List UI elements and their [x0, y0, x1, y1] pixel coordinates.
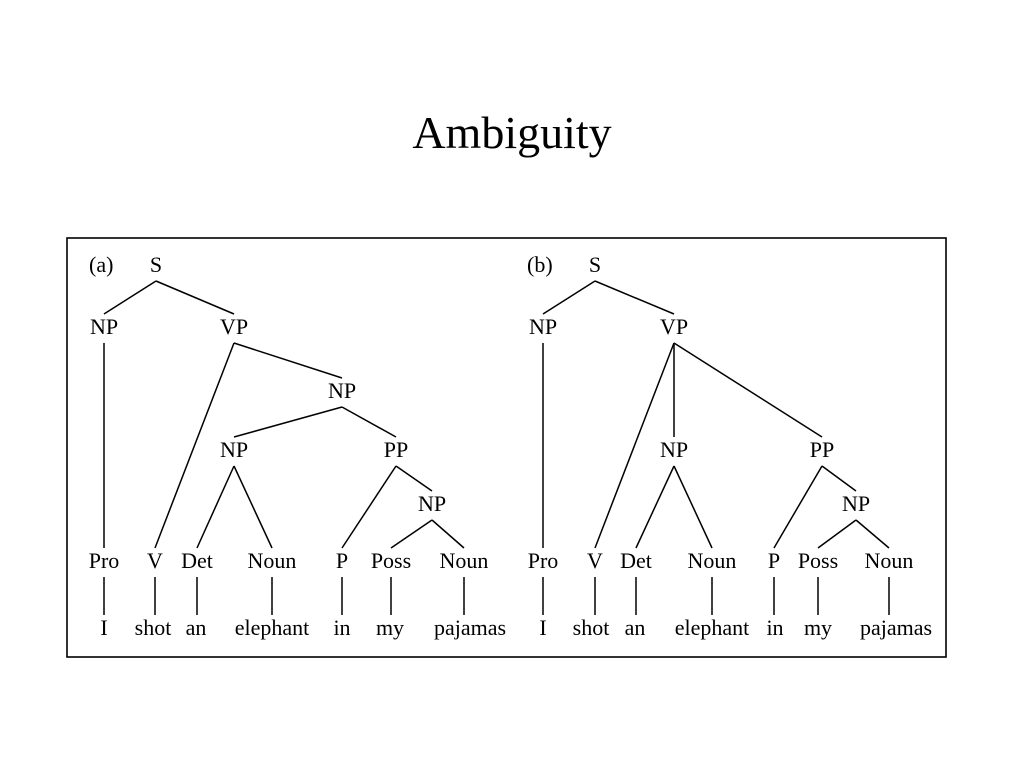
tree-b-edge-pp-p	[773, 465, 823, 549]
tree-b-node-v: V	[587, 548, 603, 573]
tree-b-word-w2: shot	[573, 615, 610, 640]
tree-a-edge-np4-noun2	[431, 519, 465, 549]
tree-b-node-p: P	[768, 548, 780, 573]
tree-b-edge-np3-noun1	[673, 465, 713, 549]
tree-a-edge-np3-noun1	[233, 465, 273, 549]
tree-a-word-w3: an	[186, 615, 207, 640]
tree-a-word-w5: in	[333, 615, 350, 640]
tree-b-node-pro: Pro	[528, 548, 559, 573]
tree-b-edge-np4-noun2	[855, 519, 890, 549]
tree-b-node-det: Det	[620, 548, 652, 573]
tree-b-node-noun2: Noun	[865, 548, 914, 573]
tree-b-edge-s-vp	[594, 280, 675, 315]
tree-b-node-np1: NP	[529, 314, 557, 339]
tree-a-word-w7: pajamas	[434, 615, 506, 640]
tree-a-node-pp: PP	[384, 437, 408, 462]
tree-a-edge-s-vp	[155, 280, 235, 315]
tree-a-node-vp: VP	[220, 314, 248, 339]
tree-a-word-w1: I	[100, 615, 107, 640]
tree-a-edge-pp-np4	[395, 465, 433, 492]
tree-b-edge-vp-v	[594, 342, 675, 549]
figure-frame	[66, 237, 947, 658]
tree-b-node-np4: NP	[842, 491, 870, 516]
tree-a-edge-np2-pp	[341, 406, 397, 438]
tree-a-node-poss: Poss	[371, 548, 411, 573]
tree-a-node-pro: Pro	[89, 548, 120, 573]
tree-b-edge-vp-pp	[673, 342, 823, 438]
tree-a-node-v: V	[147, 548, 163, 573]
tree-b-word-w5: in	[766, 615, 783, 640]
tree-a-edge-np2-np3	[233, 406, 343, 438]
tree-a-panel-label: (a)	[89, 252, 113, 277]
tree-a-edge-vp-v	[154, 342, 235, 549]
tree-a-node-np4: NP	[418, 491, 446, 516]
tree-a-edge-pp-p	[341, 465, 397, 549]
tree-b-node-pp: PP	[810, 437, 834, 462]
tree-b-word-w6: my	[804, 615, 832, 640]
tree-b-node-vp: VP	[660, 314, 688, 339]
slide-title: Ambiguity	[412, 107, 612, 158]
tree-b-word-w1: I	[539, 615, 546, 640]
tree-a-edge-np4-poss	[390, 519, 433, 549]
tree-a-node-np3: NP	[220, 437, 248, 462]
tree-b-edge-np4-poss	[817, 519, 857, 549]
tree-b-node-poss: Poss	[798, 548, 838, 573]
tree-b-node-np3: NP	[660, 437, 688, 462]
tree-b-word-w7: pajamas	[860, 615, 932, 640]
tree-a-node-noun2: Noun	[440, 548, 489, 573]
tree-b-edge-np3-det	[635, 465, 675, 549]
tree-b-panel-label: (b)	[527, 252, 553, 277]
tree-a-node-noun1: Noun	[248, 548, 297, 573]
tree-a-word-w2: shot	[135, 615, 172, 640]
tree-a-node-p: P	[336, 548, 348, 573]
tree-a-node-det: Det	[181, 548, 213, 573]
tree-a-edge-vp-np2	[233, 342, 343, 379]
tree-a-edge-s-np1	[103, 280, 157, 315]
tree-b-node-s: S	[589, 252, 601, 277]
tree-a-edge-np3-det	[196, 465, 235, 549]
tree-a-node-s: S	[150, 252, 162, 277]
tree-b-node-noun1: Noun	[688, 548, 737, 573]
tree-a-node-np2: NP	[328, 378, 356, 403]
tree-a-word-w6: my	[376, 615, 404, 640]
tree-b-word-w4: elephant	[675, 615, 750, 640]
tree-a-word-w4: elephant	[235, 615, 310, 640]
tree-a-node-np1: NP	[90, 314, 118, 339]
tree-b-edge-pp-np4	[821, 465, 857, 492]
tree-b-edge-s-np1	[542, 280, 596, 315]
tree-b-word-w3: an	[625, 615, 646, 640]
